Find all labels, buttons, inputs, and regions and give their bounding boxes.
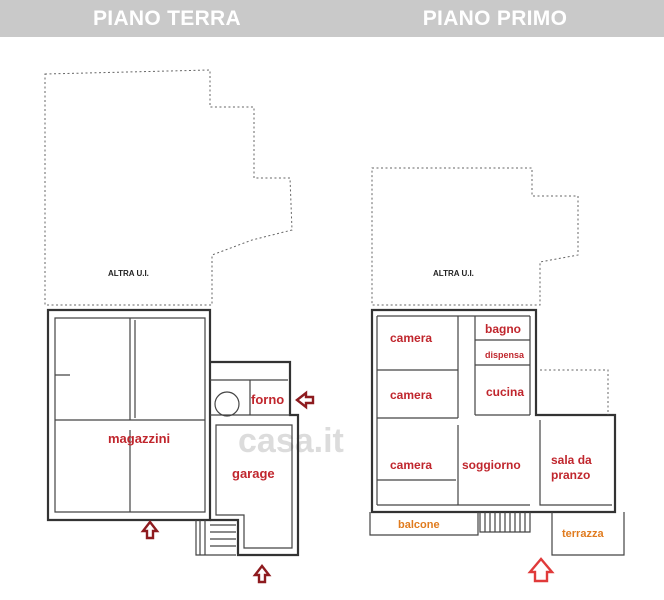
room-label-cucina: cucina: [486, 385, 524, 399]
room-label-dispensa: dispensa: [485, 350, 525, 360]
ground-garage-walls: [215, 424, 293, 549]
ground-other-unit-label: ALTRA U.I.: [108, 269, 149, 278]
first-terrace-area-outline: [540, 369, 609, 415]
forno-oven-symbol: [214, 391, 240, 417]
ground-floor-plan: ALTRA U.I. magazzini forno garage: [44, 69, 315, 584]
first-interior-walls: [376, 315, 612, 506]
room-label-forno: forno: [251, 392, 284, 407]
room-label-balcone: balcone: [398, 519, 440, 531]
ground-stairs: [195, 520, 236, 556]
first-balcony: [369, 512, 479, 536]
watermark-text: casa.it: [238, 422, 344, 460]
ground-outer-walls: [46, 308, 212, 522]
room-label-bagno: bagno: [485, 322, 521, 336]
first-outer-walls: [370, 308, 617, 514]
first-other-unit-label: ALTRA U.I.: [433, 269, 474, 278]
first-entrance-arrow: [527, 557, 555, 583]
ground-other-unit-outline: [44, 69, 293, 306]
first-stairs: [479, 512, 531, 533]
ground-entrance-arrow-forno: [295, 390, 315, 410]
first-terrazza-outline: [551, 512, 625, 556]
ground-floor-title: PIANO TERRA: [93, 7, 241, 30]
ground-interior-walls: [54, 317, 206, 513]
header-bar: [0, 0, 664, 37]
room-label-camera-mid: camera: [390, 388, 432, 402]
room-label-soggiorno: soggiorno: [462, 458, 521, 472]
room-label-camera-bottom: camera: [390, 458, 432, 472]
room-label-sala-line2: pranzo: [551, 468, 590, 482]
ground-annex-walls: [210, 360, 300, 557]
first-other-unit-outline: [371, 167, 579, 306]
ground-entrance-arrow-garage: [252, 564, 272, 584]
room-label-terrazza: terrazza: [562, 528, 604, 540]
room-label-camera-top: camera: [390, 331, 432, 345]
room-label-sala-line1: sala da: [551, 453, 592, 467]
ground-entrance-arrow-left: [140, 520, 160, 540]
first-floor-title: PIANO PRIMO: [422, 7, 568, 30]
room-label-garage: garage: [232, 466, 275, 481]
first-floor-plan: ALTRA U.I. camera camera camera bagno di…: [369, 167, 625, 583]
room-label-magazzini: magazzini: [108, 431, 170, 446]
